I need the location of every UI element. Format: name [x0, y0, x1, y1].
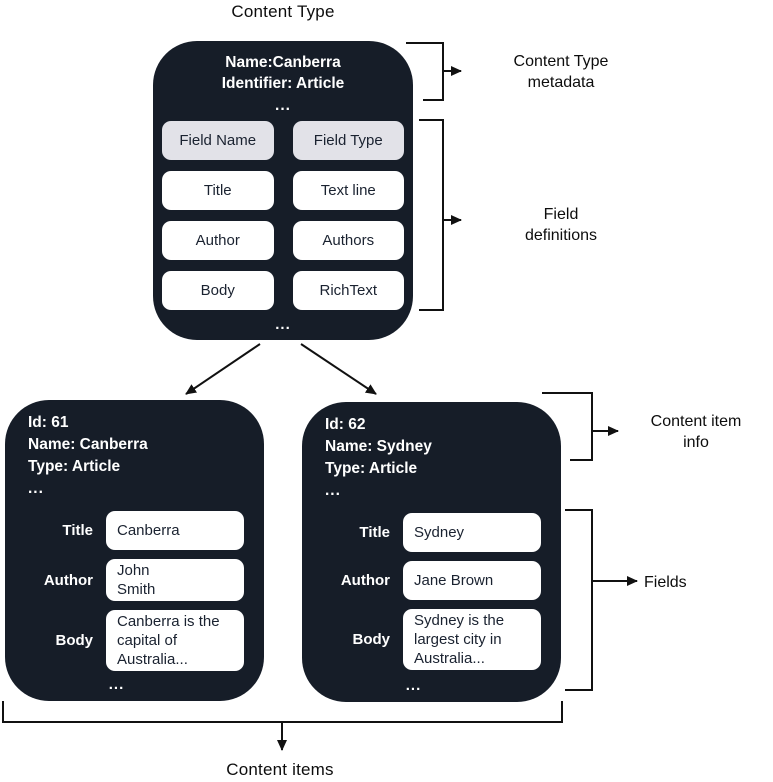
content-type-name: Name:Canberra: [225, 54, 341, 71]
field-type-cell: RichText: [292, 271, 404, 310]
annotation-content-item-info: Content item info: [650, 413, 742, 451]
field-value: John Smith: [106, 559, 244, 601]
field-value: Jane Brown: [403, 561, 541, 600]
arrow-to-item-sydney: [300, 343, 377, 395]
content-item-box-canberra: Id: 61 Name: Canberra Type: Article ... …: [5, 400, 264, 701]
field-name-cell: Author: [162, 221, 274, 260]
item-name: Name: Canberra: [28, 436, 148, 453]
field-row-title: Title Sydney: [302, 513, 561, 552]
field-value: Canberra is the capital of Australia...: [106, 610, 244, 671]
item-meta-ellipsis: ...: [28, 480, 44, 497]
item-name: Name: Sydney: [325, 438, 432, 455]
item-fields: Title Canberra Author John Smith Body Ca…: [5, 511, 264, 671]
content-item-box-sydney: Id: 62 Name: Sydney Type: Article ... Ti…: [302, 402, 561, 702]
arrow-to-item-canberra: [185, 343, 261, 395]
annotation-content-type-metadata: Content Type metadata: [513, 53, 609, 91]
item-id: Id: 62: [325, 416, 366, 433]
field-value: Canberra: [106, 511, 244, 550]
item-fields: Title Sydney Author Jane Brown Body Sydn…: [302, 513, 561, 670]
content-type-identifier: Identifier: Article: [221, 75, 345, 92]
field-table-header-type: Field Type: [292, 121, 404, 160]
field-name-cell: Body: [162, 271, 274, 310]
diagram-title: Content Type: [231, 2, 335, 21]
item-fields-ellipsis: ...: [108, 676, 125, 693]
field-type-cell: Text line: [292, 171, 404, 210]
field-row-body: Body Canberra is the capital of Australi…: [5, 610, 264, 671]
field-row-author: Author John Smith: [5, 559, 264, 601]
field-definitions-table: Field Name Field Type Title Text line Au…: [162, 121, 404, 310]
annotation-field-definitions: Field definitions: [524, 206, 598, 244]
item-fields-ellipsis: ...: [405, 677, 422, 694]
content-type-box: Name:Canberra Identifier: Article ... Fi…: [153, 41, 413, 340]
field-row-body: Body Sydney is the largest city in Austr…: [302, 609, 561, 670]
item-type: Type: Article: [28, 458, 121, 475]
field-type-cell: Authors: [292, 221, 404, 260]
field-label: Author: [43, 571, 93, 589]
field-label: Author: [340, 572, 390, 589]
field-label: Body: [352, 631, 391, 648]
content-items-label: Content items: [226, 760, 334, 779]
content-type-meta-ellipsis: ...: [275, 97, 291, 114]
bracket-fields: [565, 509, 593, 691]
item-id: Id: 61: [28, 414, 69, 431]
field-label: Title: [62, 522, 93, 539]
field-value: Sydney: [403, 513, 541, 552]
field-label: Title: [359, 524, 390, 541]
item-meta: Id: 62 Name: Sydney Type: Article ...: [325, 414, 432, 502]
item-type: Type: Article: [325, 460, 418, 477]
bracket-field-definitions: [419, 119, 444, 311]
field-row-title: Title Canberra: [5, 511, 264, 550]
item-meta-ellipsis: ...: [325, 482, 341, 499]
field-table-header-name: Field Name: [162, 121, 274, 160]
item-meta: Id: 61 Name: Canberra Type: Article ...: [28, 412, 148, 500]
content-type-fields-ellipsis: ...: [275, 316, 291, 333]
content-type-meta: Name:Canberra Identifier: Article ...: [153, 52, 413, 116]
annotation-fields: Fields: [644, 574, 687, 591]
field-name-cell: Title: [162, 171, 274, 210]
field-row-author: Author Jane Brown: [302, 561, 561, 600]
bracket-content-items: [2, 701, 563, 723]
field-label: Body: [55, 632, 94, 649]
field-value: Sydney is the largest city in Australia.…: [403, 609, 541, 670]
